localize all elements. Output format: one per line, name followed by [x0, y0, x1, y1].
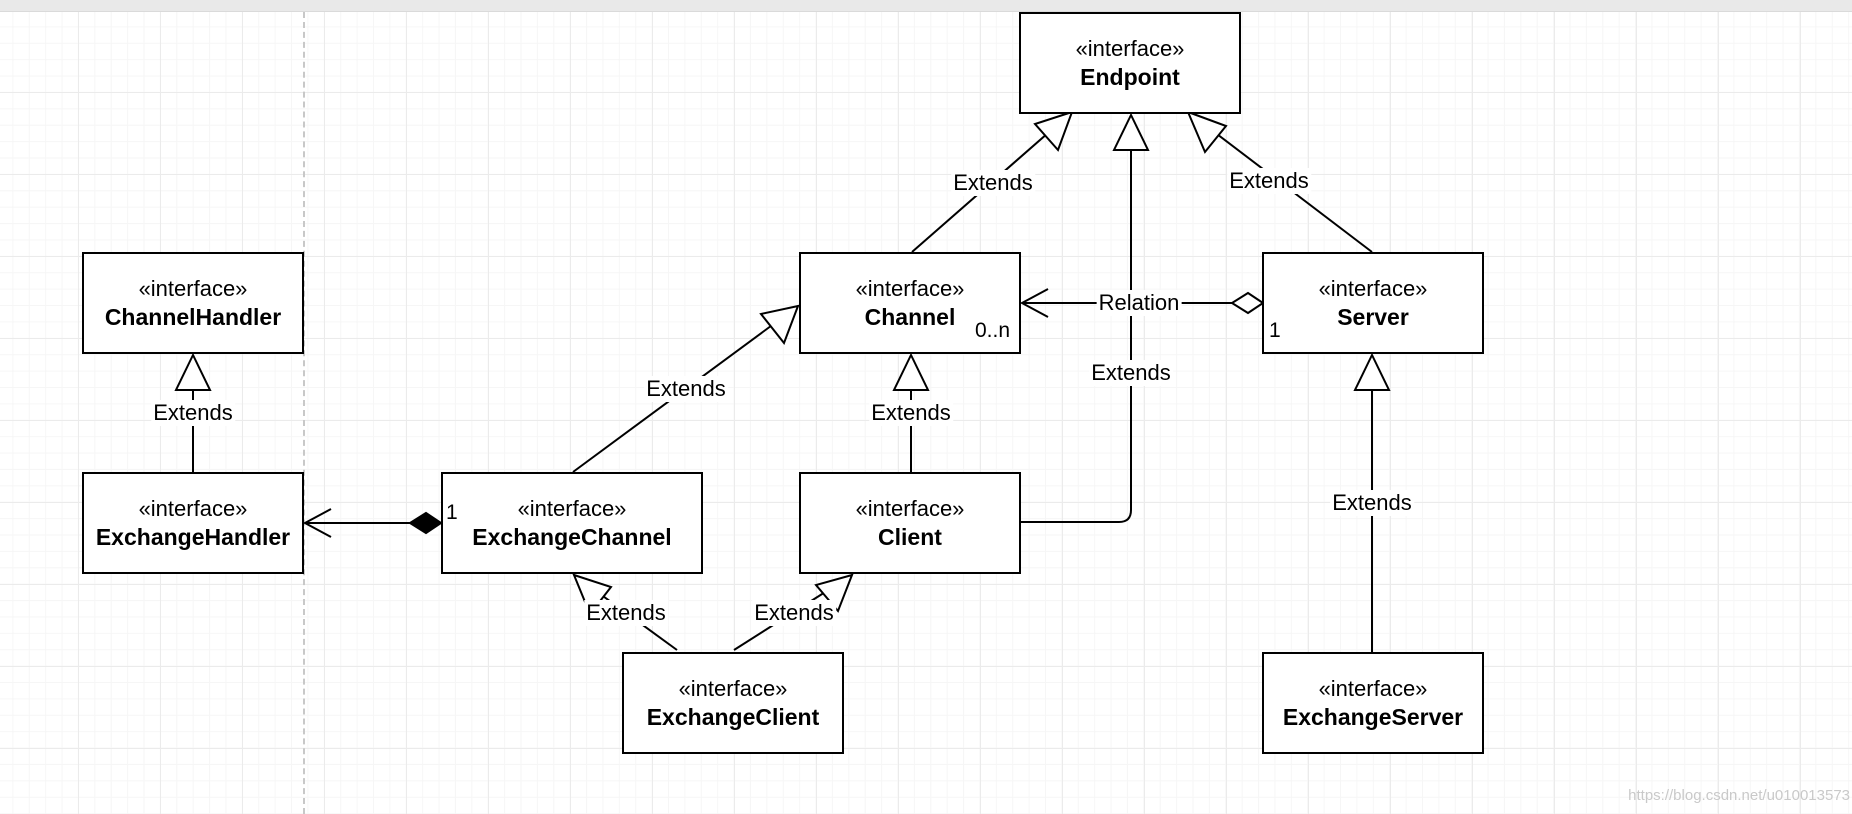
node-client-stereotype: «interface»: [855, 496, 965, 521]
node-exchange-server[interactable]: «interface» ExchangeServer: [1262, 652, 1484, 754]
node-exchange-client[interactable]: «interface» ExchangeClient: [622, 652, 844, 754]
composition-diamond: [408, 511, 443, 535]
top-toolbar-strip: [0, 0, 1852, 12]
edge-label-exchangechannel-channel: Extends: [644, 376, 728, 402]
edge-server-endpoint-arrowhead: [1186, 110, 1228, 154]
edge-label-exchangeclient-client: Extends: [752, 600, 836, 626]
multiplicity-exchange-channel: 1: [446, 501, 458, 524]
node-exchange-handler[interactable]: «interface» ExchangeHandler: [82, 472, 304, 574]
node-channel[interactable]: «interface» Channel: [799, 252, 1021, 354]
node-exchange-server-name: ExchangeServer: [1282, 704, 1464, 730]
page-break-line: [303, 12, 305, 814]
edge-label-channel-endpoint: Extends: [951, 170, 1035, 196]
edge-channel-endpoint-arrowhead: [1033, 110, 1074, 152]
node-channel-name: Channel: [864, 304, 956, 330]
node-channel-handler-name: ChannelHandler: [104, 304, 282, 330]
multiplicity-channel: 0..n: [975, 319, 1011, 342]
node-endpoint[interactable]: «interface» Endpoint: [1019, 12, 1241, 114]
multiplicity-server: 1: [1269, 319, 1281, 342]
edge-label-server-channel: Relation: [1096, 290, 1182, 316]
edge-exchangeclient-client-arrowhead: [814, 573, 854, 613]
node-channel-handler[interactable]: «interface» ChannelHandler: [82, 252, 304, 354]
edge-label-server-endpoint: Extends: [1227, 168, 1311, 194]
edge-client-channel-arrowhead: [892, 352, 930, 391]
edge-exchangechannel-exchangehandler-arrowhead: [302, 508, 332, 538]
node-exchange-client-stereotype: «interface»: [678, 676, 788, 701]
node-endpoint-name: Endpoint: [1080, 64, 1180, 90]
node-channel-stereotype: «interface»: [855, 276, 965, 301]
node-exchange-handler-stereotype: «interface»: [138, 496, 248, 521]
node-exchange-server-stereotype: «interface»: [1318, 676, 1428, 701]
node-exchange-channel-stereotype: «interface»: [517, 496, 627, 521]
node-server-stereotype: «interface»: [1318, 276, 1428, 301]
node-client-name: Client: [878, 524, 942, 550]
watermark: https://blog.csdn.net/u010013573: [1628, 787, 1850, 804]
edge-label-client-channel: Extends: [869, 400, 953, 426]
node-exchange-channel-name: ExchangeChannel: [472, 524, 672, 550]
edge-client-endpoint[interactable]: [1019, 150, 1132, 523]
node-server[interactable]: «interface» Server: [1262, 252, 1484, 354]
node-endpoint-stereotype: «interface»: [1075, 36, 1185, 61]
node-exchange-channel[interactable]: «interface» ExchangeChannel: [441, 472, 703, 574]
edge-exchangechannel-channel-arrowhead: [759, 304, 800, 346]
node-exchange-handler-name: ExchangeHandler: [95, 524, 291, 550]
node-channel-handler-stereotype: «interface»: [138, 276, 248, 301]
edge-client-endpoint-arrowhead: [1112, 112, 1150, 151]
node-server-name: Server: [1337, 304, 1409, 330]
aggregation-diamond: [1230, 291, 1265, 315]
edge-label-exchangehandler-channelhandler: Extends: [151, 400, 235, 426]
edge-exchangeserver-server-arrowhead: [1353, 352, 1391, 391]
node-exchange-client-name: ExchangeClient: [646, 704, 820, 730]
edge-server-channel-arrowhead: [1019, 288, 1049, 318]
edge-label-client-endpoint: Extends: [1089, 360, 1173, 386]
node-client[interactable]: «interface» Client: [799, 472, 1021, 574]
edge-exchangehandler-channelhandler-arrowhead: [174, 352, 212, 391]
edge-label-exchangeclient-exchangechannel: Extends: [584, 600, 668, 626]
edge-label-exchangeserver-server: Extends: [1330, 490, 1414, 516]
